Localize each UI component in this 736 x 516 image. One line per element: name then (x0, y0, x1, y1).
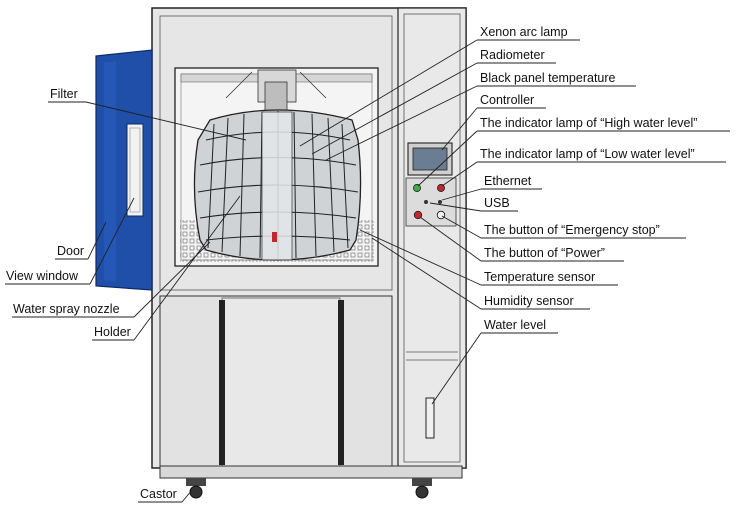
leader-lines (299, 39, 730, 405)
door (95, 49, 153, 291)
label-humidity-sensor: Humidity sensor (484, 294, 574, 308)
label-usb: USB (484, 196, 510, 210)
control-panel (405, 142, 458, 439)
callout-labels: Xenon arc lamp Radiometer Black panel te… (6, 25, 697, 501)
holder-frame (193, 109, 362, 261)
label-filter: Filter (50, 87, 78, 101)
label-castor: Castor (140, 487, 177, 501)
label-door: Door (57, 244, 84, 258)
label-power-button: The button of “Power” (484, 246, 605, 260)
label-view-window: View window (6, 269, 79, 283)
leader-lines-left (5, 101, 247, 503)
label-radiometer: Radiometer (480, 48, 545, 62)
label-low-water-lamp: The indicator lamp of “Low water level” (480, 147, 695, 161)
label-water-level: Water level (484, 318, 546, 332)
label-temperature-sensor: Temperature sensor (484, 270, 595, 284)
label-controller: Controller (480, 93, 534, 107)
castor-right (412, 478, 432, 499)
castor-left (186, 478, 206, 499)
label-xenon-arc-lamp: Xenon arc lamp (480, 25, 568, 39)
label-emergency-stop: The button of “Emergency stop” (484, 223, 660, 237)
label-black-panel-temperature: Black panel temperature (480, 71, 616, 85)
label-water-spray-nozzle: Water spray nozzle (13, 302, 120, 316)
label-ethernet: Ethernet (484, 174, 532, 188)
label-holder: Holder (94, 325, 131, 339)
label-high-water-lamp: The indicator lamp of “High water level” (480, 116, 697, 130)
